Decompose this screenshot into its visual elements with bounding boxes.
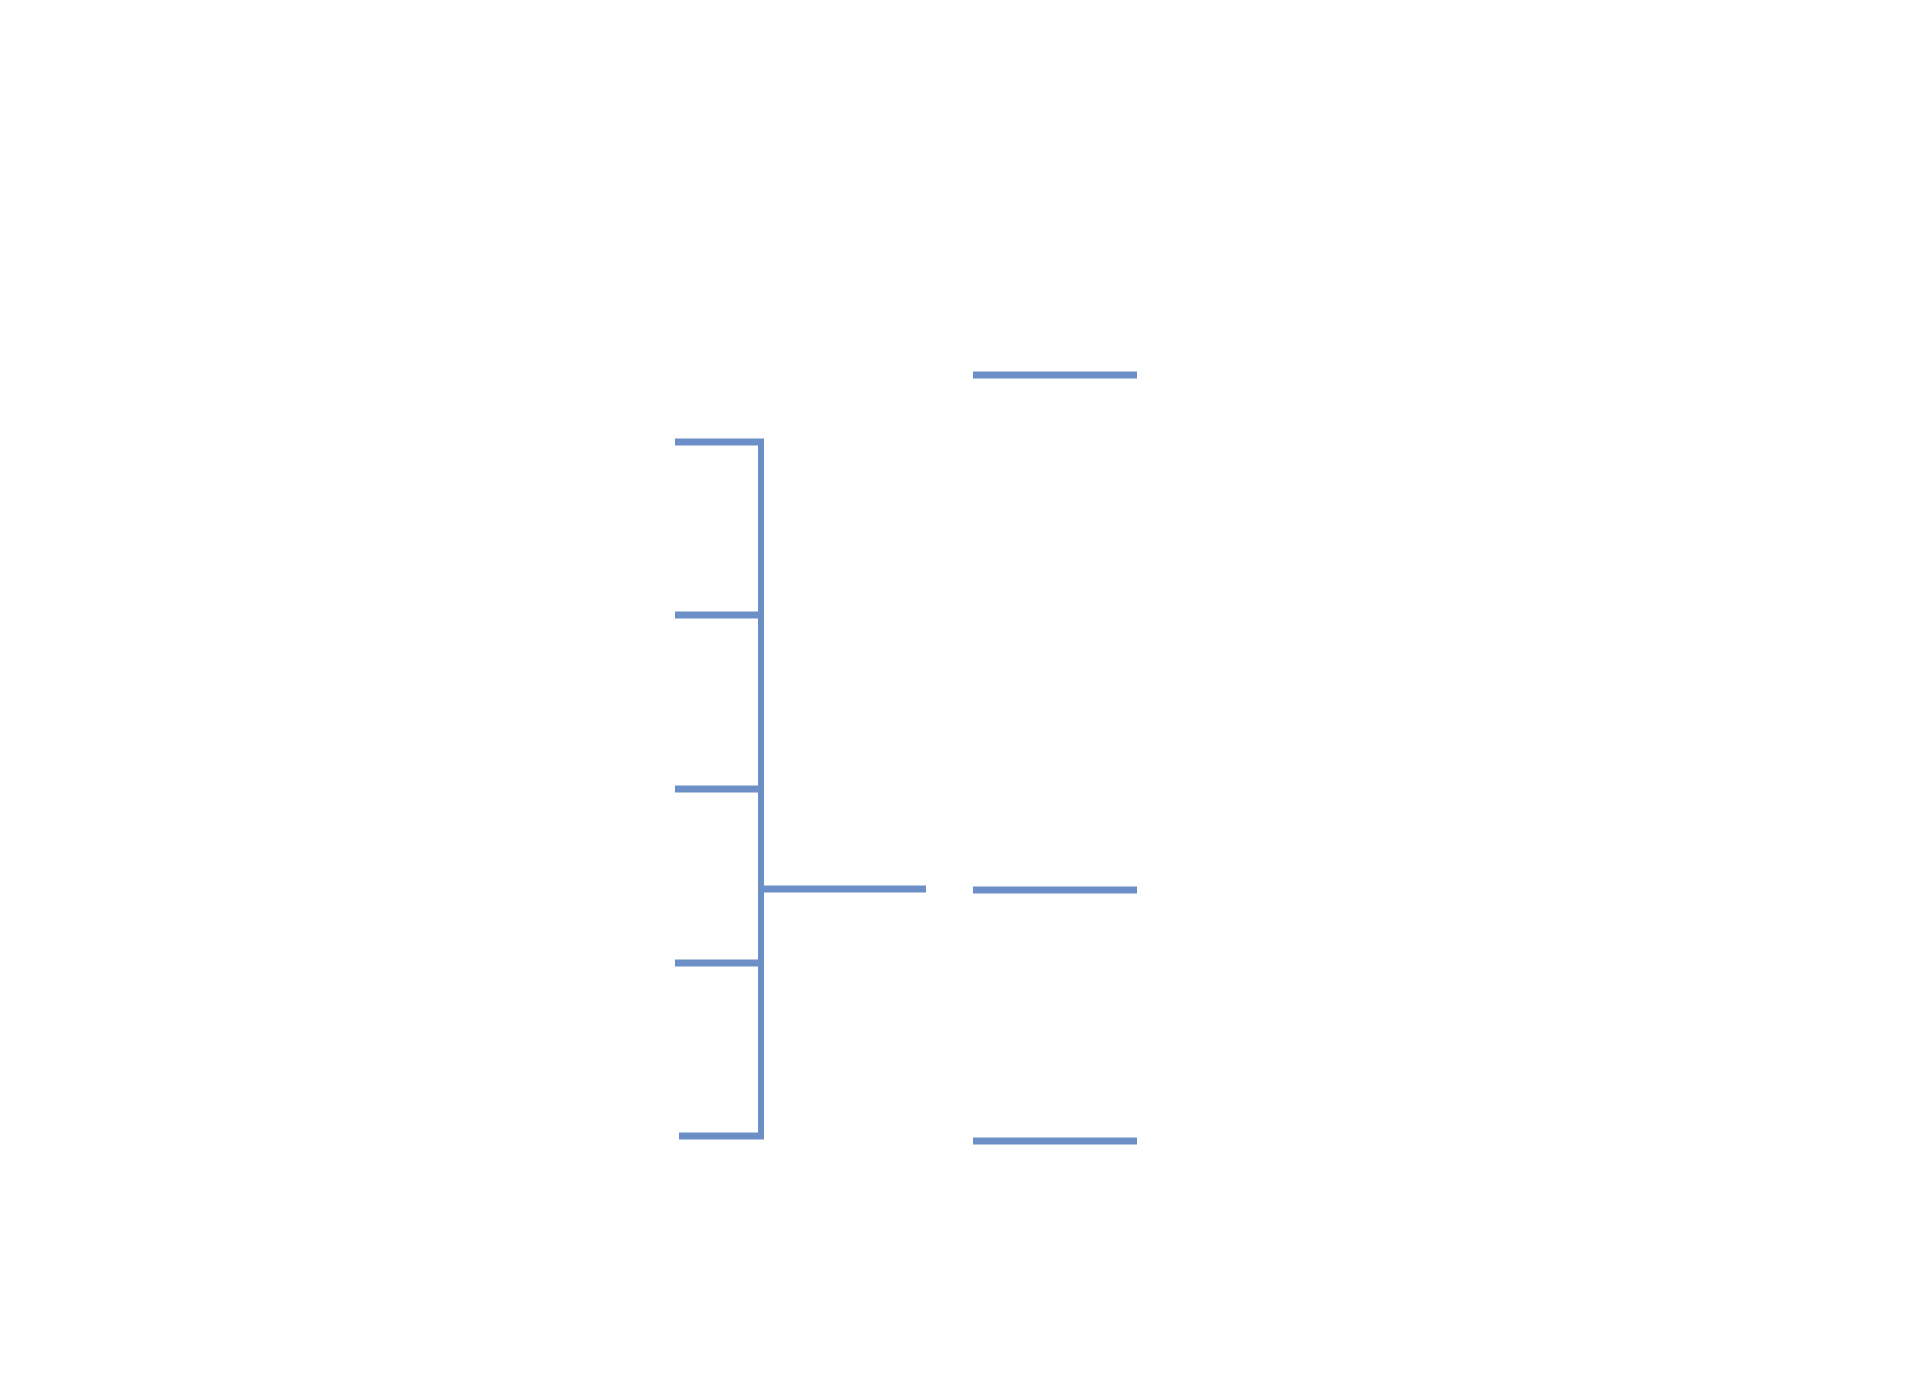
right-column <box>973 371 1137 1145</box>
left-bracket <box>675 438 926 1140</box>
